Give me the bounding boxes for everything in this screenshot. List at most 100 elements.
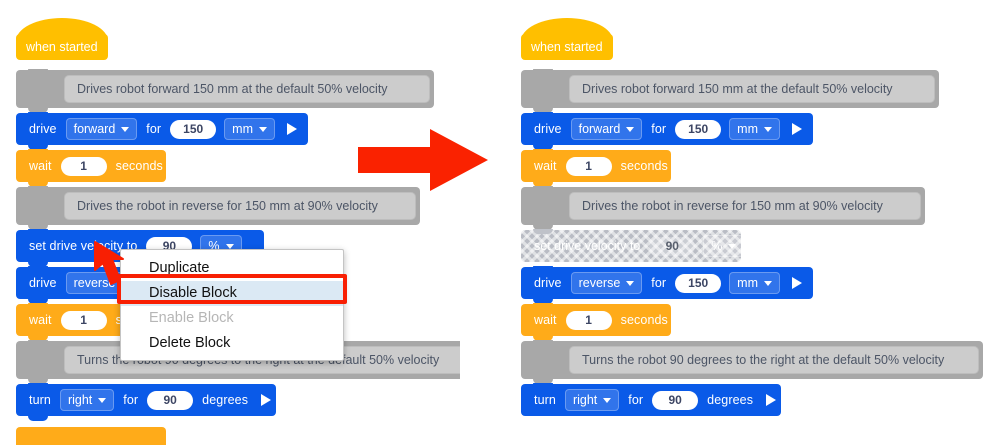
drive-verb-label: drive — [534, 122, 562, 136]
block-drive-forward[interactable]: drive forward for 150 mm — [521, 112, 813, 150]
set-drive-velocity-unit-value: % — [711, 239, 723, 253]
after-disable-workspace: when started Drives robot forward 150 mm… — [505, 0, 997, 445]
set-drive-velocity-label: set drive velocity to — [534, 239, 641, 253]
drive-unit-value: mm — [737, 122, 758, 136]
wait-seconds-input[interactable]: 1 — [60, 156, 107, 176]
set-drive-velocity-label: set drive velocity to — [29, 239, 138, 253]
block-wait-2[interactable]: wait 1 seconds — [521, 303, 671, 341]
turn-verb-label: turn — [534, 393, 556, 407]
drive-direction-dropdown[interactable]: forward — [570, 118, 643, 140]
drive-direction-value: reverse — [578, 276, 621, 290]
comment-text-2: Drives the robot in reverse for 150 mm a… — [64, 192, 416, 220]
turn-direction-dropdown[interactable]: right — [564, 389, 620, 411]
menu-item-disable-block[interactable]: Disable Block — [121, 281, 343, 306]
wait-verb-label: wait — [534, 313, 557, 327]
chevron-down-icon — [626, 280, 635, 286]
turn-degrees-input[interactable]: 90 — [652, 390, 699, 410]
drive-direction-dropdown[interactable]: reverse — [570, 272, 643, 294]
block-wait-1[interactable]: wait 1 seconds — [521, 149, 671, 187]
drive-distance-input[interactable]: 150 — [675, 119, 722, 139]
drive-direction-value: forward — [578, 122, 621, 136]
chevron-down-icon — [225, 243, 234, 249]
comment-text-1: Drives robot forward 150 mm at the defau… — [569, 75, 935, 103]
wait-verb-label: wait — [29, 313, 52, 327]
turn-verb-label: turn — [29, 393, 51, 407]
run-block-icon[interactable] — [261, 394, 272, 406]
block-when-started-label: when started — [531, 40, 603, 54]
turn-direction-value: right — [67, 393, 93, 407]
block-context-menu[interactable]: Duplicate Disable Block Enable Block Del… — [120, 249, 344, 361]
run-block-icon[interactable] — [766, 394, 777, 406]
drive-verb-label: drive — [29, 122, 57, 136]
run-block-icon[interactable] — [792, 277, 802, 289]
wait-unit-label: seconds — [620, 313, 668, 327]
block-turn-right[interactable]: turn right for 90 degrees — [521, 383, 781, 416]
chevron-down-icon — [98, 397, 107, 403]
wait-seconds-input[interactable]: 1 — [565, 156, 612, 176]
wait-verb-label: wait — [534, 159, 557, 173]
wait-unit-label: seconds — [620, 159, 668, 173]
comment-block-3[interactable]: Turns the robot 90 degrees to the right … — [521, 340, 983, 384]
comment-text-2: Drives the robot in reverse for 150 mm a… — [569, 192, 921, 220]
comment-block-2[interactable]: Drives the robot in reverse for 150 mm a… — [16, 186, 420, 230]
menu-item-duplicate[interactable]: Duplicate — [149, 260, 210, 276]
block-drive-reverse[interactable]: drive reverse for 150 mm — [521, 266, 813, 304]
wait-seconds-input[interactable]: 1 — [565, 310, 612, 330]
comment-block-1[interactable]: Drives robot forward 150 mm at the defau… — [521, 69, 939, 113]
drive-verb-label: drive — [534, 276, 562, 290]
block-partial-clipped[interactable] — [16, 427, 166, 445]
block-when-started[interactable]: when started — [16, 18, 108, 60]
set-drive-velocity-unit-value: % — [208, 239, 220, 253]
comment-text-3: Turns the robot 90 degrees to the right … — [569, 346, 979, 374]
drive-unit-dropdown[interactable]: mm — [729, 272, 780, 294]
turn-degrees-input[interactable]: 90 — [147, 390, 194, 410]
chevron-down-icon — [626, 126, 635, 132]
chevron-down-icon — [603, 397, 612, 403]
drive-for-label: for — [146, 122, 162, 136]
run-block-icon[interactable] — [287, 123, 297, 135]
turn-for-label: for — [628, 393, 644, 407]
before-disable-workspace: when started Drives robot forward 150 mm… — [0, 0, 460, 445]
chevron-down-icon — [121, 126, 130, 132]
turn-direction-dropdown[interactable]: right — [59, 389, 115, 411]
turn-for-label: for — [123, 393, 139, 407]
pointer-arrow-annotation — [94, 241, 124, 285]
chevron-down-icon — [764, 126, 772, 132]
drive-direction-value: forward — [73, 122, 116, 136]
set-drive-velocity-input[interactable]: 90 — [649, 236, 696, 256]
drive-distance-input[interactable]: 150 — [675, 273, 722, 293]
block-when-started-label: when started — [26, 40, 98, 54]
wait-seconds-input[interactable]: 1 — [60, 310, 107, 330]
drive-direction-dropdown[interactable]: forward — [65, 118, 138, 140]
block-drive-forward[interactable]: drive forward for 150 mm — [16, 112, 308, 150]
turn-direction-value: right — [572, 393, 598, 407]
chevron-down-icon — [259, 126, 267, 132]
turn-unit-label: degrees — [202, 393, 249, 407]
turn-unit-label: degrees — [707, 393, 754, 407]
menu-item-delete-block[interactable]: Delete Block — [149, 335, 231, 351]
wait-verb-label: wait — [29, 159, 52, 173]
set-drive-velocity-unit-dropdown[interactable]: % — [703, 235, 745, 257]
run-block-icon[interactable] — [792, 123, 802, 135]
drive-unit-value: mm — [737, 276, 758, 290]
comment-text-1: Drives robot forward 150 mm at the defau… — [64, 75, 430, 103]
drive-verb-label: drive — [29, 276, 57, 290]
block-when-started[interactable]: when started — [521, 18, 613, 60]
drive-unit-value: mm — [232, 122, 253, 136]
block-set-drive-velocity-disabled[interactable]: set drive velocity to 90 % — [521, 229, 745, 262]
chevron-down-icon — [764, 280, 772, 286]
drive-unit-dropdown[interactable]: mm — [224, 118, 275, 140]
block-turn-right[interactable]: turn right for 90 degrees — [16, 383, 276, 421]
chevron-down-icon — [728, 243, 737, 249]
comment-block-1[interactable]: Drives robot forward 150 mm at the defau… — [16, 69, 434, 113]
drive-for-label: for — [651, 122, 667, 136]
drive-direction-value: reverse — [73, 276, 116, 290]
transition-arrow-annotation — [358, 129, 488, 191]
drive-distance-input[interactable]: 150 — [170, 119, 217, 139]
comment-block-2[interactable]: Drives the robot in reverse for 150 mm a… — [521, 186, 925, 230]
block-wait-1[interactable]: wait 1 seconds — [16, 149, 166, 187]
wait-unit-label: seconds — [115, 159, 163, 173]
drive-unit-dropdown[interactable]: mm — [729, 118, 780, 140]
menu-item-enable-block: Enable Block — [149, 310, 234, 326]
